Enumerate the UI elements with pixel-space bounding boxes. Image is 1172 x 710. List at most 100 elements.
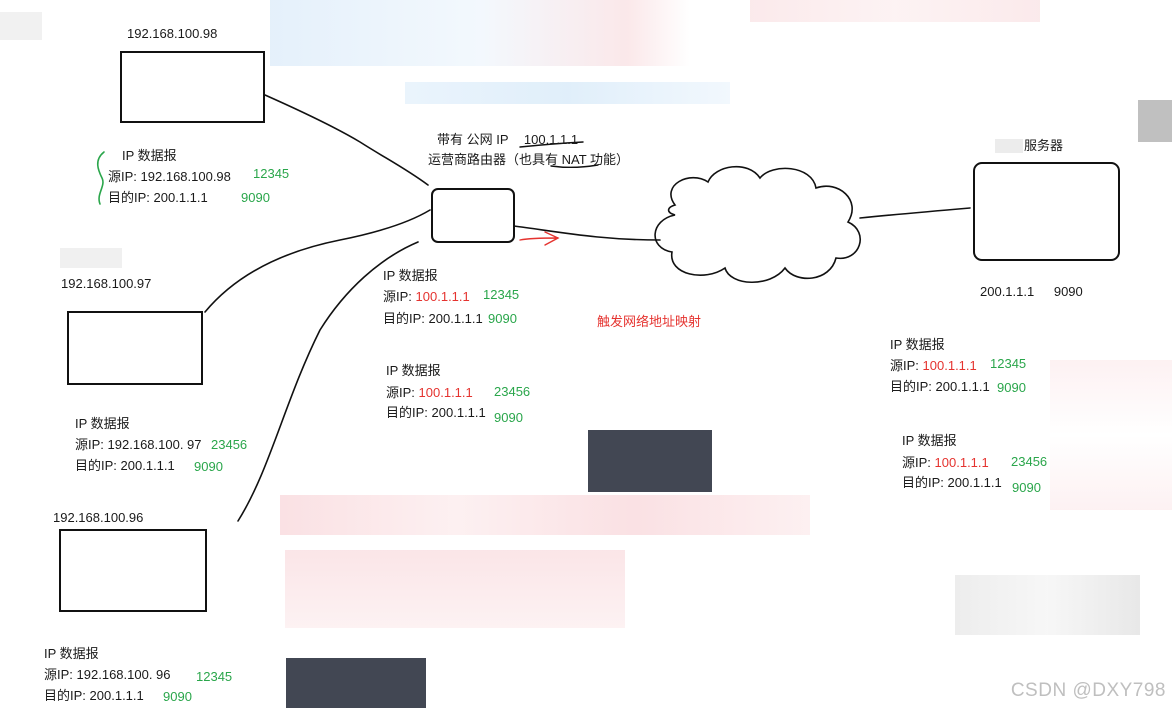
src-label: 源IP:	[75, 437, 104, 452]
datagram-src: 源IP: 100.1.1.1	[902, 455, 989, 471]
dst-label: 目的IP:	[75, 458, 117, 473]
datagram-dst: 目的IP: 200.1.1.1	[75, 458, 175, 474]
src-ip: 192.168.100. 97	[107, 437, 202, 452]
router-label-line2: 运营商路由器（也具有 NAT 功能）	[428, 152, 630, 167]
server-ip: 200.1.1.1	[980, 284, 1035, 299]
host-97-box[interactable]	[67, 311, 203, 385]
datagram-src: 源IP: 192.168.100. 97	[75, 437, 202, 453]
datagram-dst: 目的IP: 200.1.1.1	[383, 311, 483, 327]
server-address: 200.1.1.1 9090	[980, 284, 1083, 300]
datagram-src: 源IP: 100.1.1.1	[890, 358, 977, 374]
datagram-src: 源IP: 100.1.1.1	[383, 289, 470, 305]
datagram-title: IP 数据报	[386, 363, 441, 378]
dst-port: 9090	[194, 459, 223, 474]
datagram-title: IP 数据报	[122, 148, 177, 163]
datagram-title: IP 数据报	[75, 416, 130, 431]
dst-ip: 200.1.1.1	[153, 190, 208, 205]
src-ip: 100.1.1.1	[418, 385, 473, 400]
dst-label: 目的IP:	[902, 475, 944, 490]
src-port: 12345	[483, 287, 520, 302]
underline-public-ip	[519, 141, 584, 148]
router-label-prefix: 带有 公网 IP	[437, 132, 509, 147]
host-98-box[interactable]	[120, 51, 265, 123]
blurred-region-pink2	[285, 550, 625, 628]
dst-port: 9090	[488, 311, 517, 326]
brace-mark	[96, 151, 105, 205]
src-label: 源IP:	[902, 455, 931, 470]
link-host98-router	[264, 94, 429, 186]
dst-port: 9090	[163, 689, 192, 704]
host-96-box[interactable]	[59, 529, 207, 612]
src-label: 源IP:	[44, 667, 73, 682]
src-ip: 192.168.100.98	[140, 169, 231, 184]
datagram-title: IP 数据报	[383, 268, 438, 283]
watermark: CSDN @DXY798	[1010, 680, 1166, 701]
dst-ip: 200.1.1.1	[947, 475, 1002, 490]
dst-label: 目的IP:	[108, 190, 150, 205]
src-port: 12345	[253, 166, 290, 181]
blurred-region-host97	[60, 248, 122, 268]
blurred-region-pink1	[280, 495, 810, 535]
datagram-dst: 目的IP: 200.1.1.1	[108, 190, 208, 206]
blurred-region-right	[1050, 360, 1172, 510]
datagram-src: 源IP: 192.168.100.98	[108, 169, 231, 185]
src-label: 源IP:	[108, 169, 137, 184]
src-ip: 100.1.1.1	[934, 455, 989, 470]
src-port: 12345	[990, 356, 1027, 371]
datagram-title: IP 数据报	[890, 337, 945, 352]
link-router-cloud	[513, 225, 661, 241]
src-port: 23456	[1011, 454, 1048, 469]
src-port: 23456	[494, 384, 531, 399]
src-label: 源IP:	[890, 358, 919, 373]
dst-ip: 200.1.1.1	[120, 458, 175, 473]
blurred-region-left	[0, 12, 42, 40]
src-ip: 100.1.1.1	[922, 358, 977, 373]
blurred-region-top	[270, 0, 690, 66]
nat-annotation: 触发网络地址映射	[597, 314, 702, 329]
src-ip: 192.168.100. 96	[76, 667, 171, 682]
blurred-region-top2	[405, 82, 730, 104]
link-host97-router	[204, 209, 431, 313]
dst-ip: 200.1.1.1	[431, 405, 486, 420]
cloud-shape	[654, 165, 861, 284]
blurred-region-dark1	[588, 430, 712, 492]
dst-label: 目的IP:	[383, 311, 425, 326]
underline-nat	[550, 164, 599, 169]
host-96-ip: 192.168.100.96	[53, 510, 144, 525]
datagram-dst: 目的IP: 200.1.1.1	[386, 405, 486, 421]
link-cloud-server	[859, 207, 971, 219]
blurred-region-dark2	[286, 658, 426, 708]
dst-label: 目的IP:	[386, 405, 428, 420]
datagram-title: IP 数据报	[902, 433, 957, 448]
nat-arrow	[519, 231, 560, 246]
router-label-line1: 带有 公网 IP 100.1.1.1	[437, 132, 578, 148]
blurred-region-bottom-right	[955, 575, 1140, 635]
server-box[interactable]	[973, 162, 1120, 261]
blurred-region-edge	[1138, 100, 1172, 142]
dst-port: 9090	[1012, 480, 1041, 495]
dst-port: 9090	[494, 410, 523, 425]
blurred-region-top-right	[750, 0, 1040, 22]
dst-label: 目的IP:	[890, 379, 932, 394]
datagram-dst: 目的IP: 200.1.1.1	[44, 688, 144, 704]
src-port: 23456	[211, 437, 248, 452]
dst-port: 9090	[997, 380, 1026, 395]
router-box[interactable]	[431, 188, 515, 243]
dst-label: 目的IP:	[44, 688, 86, 703]
datagram-dst: 目的IP: 200.1.1.1	[902, 475, 1002, 491]
datagram-src: 源IP: 100.1.1.1	[386, 385, 473, 401]
server-label: 服务器	[1024, 138, 1064, 153]
dst-ip: 200.1.1.1	[428, 311, 483, 326]
server-port: 9090	[1053, 284, 1083, 299]
datagram-title: IP 数据报	[44, 646, 99, 661]
datagram-src: 源IP: 192.168.100. 96	[44, 667, 171, 683]
src-label: 源IP:	[386, 385, 415, 400]
src-port: 12345	[196, 669, 233, 684]
link-host96-router	[237, 241, 419, 522]
src-ip: 100.1.1.1	[415, 289, 470, 304]
datagram-dst: 目的IP: 200.1.1.1	[890, 379, 990, 395]
router-public-ip: 100.1.1.1	[523, 132, 579, 147]
src-label: 源IP:	[383, 289, 412, 304]
blurred-region-server	[995, 139, 1023, 153]
